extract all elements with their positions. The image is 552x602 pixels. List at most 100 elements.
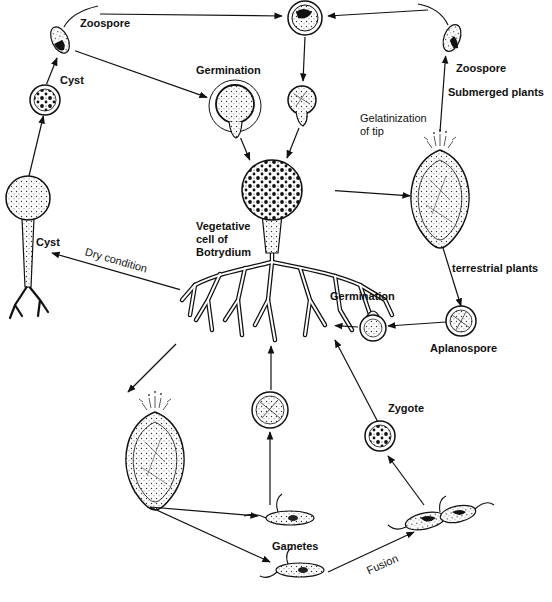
flagellum <box>260 548 292 577</box>
cycle-arrow <box>128 344 176 392</box>
cell-lines <box>452 312 470 330</box>
cyst-wall <box>288 1 322 35</box>
aplanospore-wall <box>446 306 476 336</box>
gamete-body <box>276 563 324 577</box>
cyst-stalk <box>22 218 34 287</box>
cycle-arrow <box>269 432 270 505</box>
cycle-arrow <box>388 322 446 326</box>
cycle-arrow <box>287 128 299 158</box>
life-stage: Zygote <box>365 421 396 452</box>
cycle-arrows <box>100 10 428 572</box>
condition-label: terrestrial plants <box>452 262 538 275</box>
life-stage: Cyst <box>29 84 61 116</box>
life-stage: Vegetative cell of Botrydium <box>180 160 335 340</box>
rhizoid <box>208 274 220 330</box>
life-stage: Zoospore <box>436 22 468 56</box>
cyst-content <box>292 5 318 31</box>
cycle-arrow <box>29 116 43 176</box>
germinating-content <box>364 319 382 337</box>
germ-tube <box>296 112 307 126</box>
cyst-content <box>34 89 56 111</box>
zygote-content <box>256 396 284 424</box>
cycle-arrow <box>388 456 424 505</box>
rhizoid <box>268 262 275 340</box>
rhizoid <box>238 268 245 335</box>
stage-label: Germination <box>196 64 261 77</box>
life-stage: Zoospore <box>45 22 75 58</box>
cycle-arrow <box>47 58 57 84</box>
rhizoid <box>272 262 360 285</box>
stage-label: Gametes <box>272 540 318 553</box>
gamete-nucleus <box>288 515 298 521</box>
stage-label: Cyst <box>36 236 60 249</box>
rhizoid <box>310 300 325 325</box>
flagellum <box>418 4 448 25</box>
life-stage: Germination <box>207 80 263 138</box>
rhizoid <box>195 262 272 285</box>
zoospore-chromatophore <box>450 36 458 48</box>
cycle-arrow <box>270 346 271 390</box>
rhizoid <box>190 285 195 315</box>
stage-label: Germination <box>330 290 395 303</box>
edge-group <box>29 51 461 421</box>
germ-tube <box>229 122 242 138</box>
life-stage: Germination <box>358 312 388 342</box>
process-label: Fusion <box>365 552 400 577</box>
cyst-wall <box>30 85 60 115</box>
stage-label: Zoospore <box>456 62 506 75</box>
stage-label: Aplanospore <box>430 342 497 355</box>
rhizoid <box>196 300 208 320</box>
rhizoid <box>272 262 360 285</box>
aplanospore-content <box>450 310 472 332</box>
zoospore-body <box>47 24 73 56</box>
cycle-arrow <box>150 507 270 562</box>
gamete-body <box>266 511 314 525</box>
cyst-vesicle <box>6 176 50 220</box>
cycle-arrow <box>303 37 305 81</box>
rhizoid <box>310 300 325 325</box>
stage-label: Gelatinization of tip <box>360 112 438 138</box>
life-stage: Aplanospore <box>446 306 476 336</box>
cycle-arrow <box>75 51 207 98</box>
zoosporangium <box>411 129 469 248</box>
rhizoid <box>195 262 272 285</box>
cycle-arrow <box>335 340 377 421</box>
cycle-arrow <box>440 56 446 132</box>
cycle-arrow <box>241 138 250 160</box>
germinating-cell <box>288 86 316 114</box>
germinating-cell <box>216 85 254 123</box>
rhizoid <box>225 300 238 320</box>
cyst-chromatophore <box>296 9 312 18</box>
cycle-arrow <box>443 248 461 306</box>
vegetative-vesicle <box>242 160 302 220</box>
zygote-wall <box>252 392 288 428</box>
condition-label: Submerged plants <box>448 86 544 99</box>
rhizoid <box>238 268 245 335</box>
zoospore-chromatophore <box>54 40 65 50</box>
zygote-wall <box>365 421 395 451</box>
rhizoid <box>225 300 238 320</box>
rhizoid <box>208 274 220 330</box>
flagellum <box>388 496 494 529</box>
stage-label: Vegetative cell of Botrydium <box>196 220 262 259</box>
gamete-nucleus <box>298 567 308 573</box>
germinating-cell <box>360 315 386 341</box>
cell-lines <box>260 400 280 418</box>
rhizoid <box>255 300 268 325</box>
stage-label: Zygote <box>388 402 424 415</box>
rhizoid <box>300 268 310 335</box>
cycle-arrow <box>100 14 282 16</box>
stage-label: Cyst <box>60 74 84 87</box>
cyst-rhizoid <box>10 285 48 318</box>
cell-lines <box>294 92 310 106</box>
life-stage: Gelatinization of tip <box>410 132 470 248</box>
rhizoid <box>335 276 352 330</box>
rhizoid <box>196 300 208 320</box>
cycle-arrow <box>335 326 358 327</box>
life-stage: Gametes <box>262 508 326 580</box>
stage-label: Zoospore <box>80 17 130 30</box>
rhizoid <box>335 276 352 330</box>
zygote-content <box>369 425 391 447</box>
cycle-arrow <box>328 10 428 16</box>
